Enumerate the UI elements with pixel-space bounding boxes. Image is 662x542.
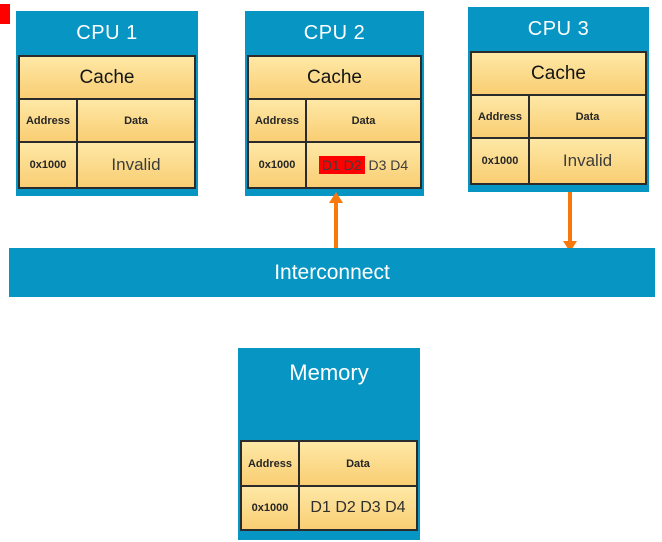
cpu2-data-rest-segment: D3 D4 <box>368 157 409 173</box>
memory-address-column-header: Address <box>242 442 300 485</box>
cpu3-cache-table: Cache Address Data 0x1000 Invalid <box>470 51 647 185</box>
cpu2-data-highlighted-segment: D1 D2 <box>318 156 365 174</box>
memory-data-column-header: Data <box>346 457 370 470</box>
cpu3-interconnect-connector <box>568 192 572 241</box>
cpu3-connector-arrow-down-icon <box>563 241 577 252</box>
cpu3-data-value: Invalid <box>562 151 613 170</box>
cpu1-title: CPU 1 <box>76 21 138 44</box>
cpu3-data-column-header: Data <box>575 110 600 123</box>
memory-address-value: 0x1000 <box>242 487 300 529</box>
cpu1-address-value: 0x1000 <box>20 143 78 187</box>
cpu2-data-column-header: Data <box>351 114 376 127</box>
cpu2-interconnect-connector <box>334 202 338 249</box>
cpu3-title: CPU 3 <box>527 17 590 40</box>
memory-row: 0x1000 D1 D2 D3 D4 <box>242 485 416 529</box>
cpu3-cache-label: Cache <box>472 53 645 94</box>
cpu1-cache-table: Cache Address Data 0x1000 Invalid <box>18 55 196 189</box>
memory-table: Address Data 0x1000 D1 D2 D3 D4 <box>240 440 418 531</box>
cpu1-data-value: Invalid <box>111 155 161 174</box>
slide-corner-marker <box>0 4 10 24</box>
cpu1-table-header: Address Data <box>20 98 194 141</box>
cpu1-box: CPU 1 Cache Address Data 0x1000 Invalid <box>16 11 198 196</box>
cpu2-address-value: 0x1000 <box>249 143 307 187</box>
cpu3-cache-row: 0x1000 Invalid <box>472 137 645 183</box>
cpu3-table-header: Address Data <box>472 94 645 137</box>
memory-box: Memory Address Data 0x1000 D1 D2 D3 D4 <box>238 348 420 540</box>
interconnect-bar: Interconnect <box>9 248 655 297</box>
cpu1-address-column-header: Address <box>20 100 78 141</box>
cpu2-table-header: Address Data <box>249 98 420 141</box>
cpu2-title: CPU 2 <box>303 21 366 44</box>
cpu1-cache-label: Cache <box>20 57 194 98</box>
memory-table-header: Address Data <box>242 442 416 485</box>
cpu2-cache-label: Cache <box>249 57 420 98</box>
memory-title: Memory <box>289 360 369 385</box>
cpu2-address-column-header: Address <box>249 100 307 141</box>
cpu3-address-value: 0x1000 <box>472 139 530 183</box>
cpu1-cache-row: 0x1000 Invalid <box>20 141 194 187</box>
cpu2-connector-arrow-up-icon <box>329 192 343 203</box>
cpu1-data-column-header: Data <box>124 114 148 127</box>
cpu3-box: CPU 3 Cache Address Data 0x1000 Invalid <box>468 7 649 192</box>
cpu3-address-column-header: Address <box>472 96 530 137</box>
interconnect-label: Interconnect <box>274 260 390 284</box>
memory-data-value: D1 D2 D3 D4 <box>310 499 406 516</box>
